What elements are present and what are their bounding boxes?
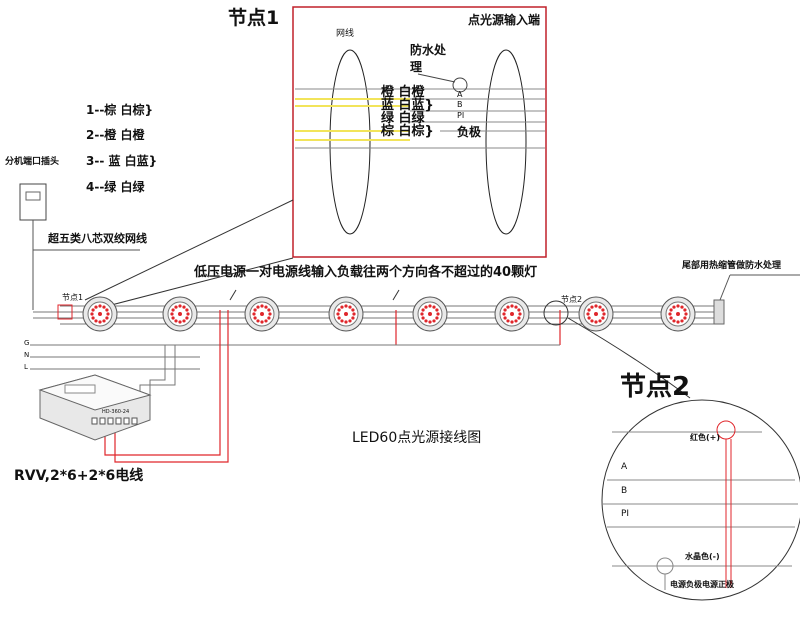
led-lamps [82, 296, 696, 332]
waterproof-marker [452, 77, 468, 93]
pair-blue: 蓝 白蓝} [381, 98, 434, 113]
node2-lines [603, 431, 798, 567]
power-note: 低压电源一对电源线输入负载往两个方向各不超过的40颗灯 [194, 265, 538, 280]
input-end-label: 点光源输入端 [468, 13, 541, 27]
led-lamp [578, 296, 614, 332]
node-tag-1: 节点1 [62, 293, 84, 302]
phase-n: N [24, 351, 30, 359]
led-lamp [244, 296, 280, 332]
node-tag-2: 节点2 [561, 295, 583, 304]
waterproof-label-2: 理 [410, 60, 423, 74]
power-gray-lines [139, 344, 560, 420]
diagram-title: LED60点光源接线图 [352, 430, 482, 446]
node2-title: 节点2 [620, 372, 691, 402]
node2-zoom-leader [567, 317, 691, 399]
yellow-wire-lines [295, 98, 410, 141]
cable-label: 超五类八芯双绞网线 [48, 232, 147, 245]
pair-brown: 棕 白棕} [381, 124, 434, 139]
power-arrows [229, 289, 400, 301]
node2-signal-pi: PI [621, 509, 630, 519]
ac-lines [30, 344, 560, 370]
node2-crystal-label: 水晶色(-) [685, 552, 720, 561]
node1-title: 节点1 [228, 7, 280, 29]
waterproof-label-1: 防水处 [410, 43, 447, 57]
legend-item-2: 2--橙 白橙 [86, 128, 145, 142]
led-lamp [162, 296, 198, 332]
node2-signal-b: B [621, 486, 628, 496]
node2-bottom-label: 电源负极电源正极 [670, 580, 734, 589]
pair-orange: 橙 白橙 [381, 85, 425, 100]
node2-marker [543, 300, 569, 326]
legend-item-3: 3-- 蓝 白蓝} [86, 154, 158, 168]
trunk-start-connector [57, 304, 73, 320]
led-lamp [82, 296, 118, 332]
node1-leader-right [91, 257, 294, 311]
node2-signal-a: A [621, 462, 628, 472]
wire-spec: RVV,2*6+2*6电线 [14, 468, 144, 484]
phase-g: G [24, 339, 30, 347]
led-lamp [494, 296, 530, 332]
tail-leader [719, 274, 731, 301]
plug-pins [25, 191, 41, 201]
led-lamp [412, 296, 448, 332]
led-lamp [660, 296, 696, 332]
input-ellipse [485, 49, 527, 235]
led-lamp [328, 296, 364, 332]
node2-red-label: 红色(+) [690, 433, 721, 442]
node1-negative: 负极 [457, 125, 482, 139]
net-cable-ellipse [329, 49, 371, 235]
signal-lines [295, 88, 545, 149]
net-cable-label: 网线 [336, 29, 355, 39]
node1-leader-left [84, 199, 294, 301]
power-supply [38, 374, 152, 441]
pair-green: 绿 白绿 [381, 111, 425, 126]
node1-detail-frame [292, 6, 547, 258]
node1-signal-pi: PI [457, 111, 465, 120]
legend-item-4: 4--绿 白绿 [86, 180, 145, 194]
psu-model: HD-360-24 [102, 409, 130, 415]
phase-l: L [24, 363, 28, 371]
splitter-plug [19, 183, 47, 221]
node2-detail-circle [601, 399, 800, 601]
trunk-end-cap [713, 299, 725, 325]
node1-signal-a: A [457, 90, 463, 99]
legend-item-1: 1--棕 白棕} [86, 103, 154, 117]
node1-signal-b: B [457, 100, 463, 109]
main-trunk [33, 305, 720, 325]
waterproof-pointer [417, 73, 456, 83]
red-power-lines [104, 310, 561, 463]
splitter-port-label: 分机端口插头 [5, 157, 60, 167]
tail-note: 尾部用热缩管做防水处理 [682, 261, 782, 271]
